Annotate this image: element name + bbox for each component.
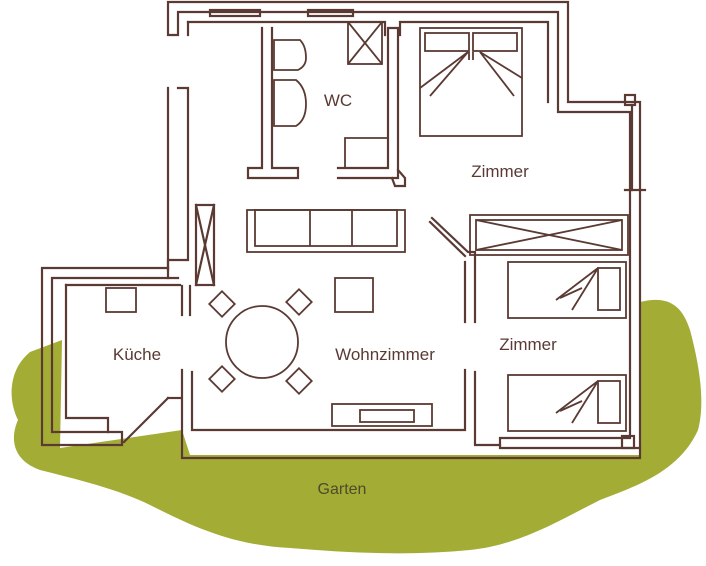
room-label-wc: WC [324,91,352,110]
sofa-icon [246,209,406,253]
garden-area [11,299,702,554]
single-bed-bottom-icon [507,374,627,432]
tv-board-icon [331,403,433,427]
garden-label: Garten [318,481,367,498]
furniture [105,21,629,432]
room-label-kueche: Küche [113,345,161,364]
chair-icon [284,287,314,317]
sink-icon [273,79,307,127]
double-bed-icon [419,27,523,137]
chair-icon [207,364,237,394]
room-label-zimmer-right: Zimmer [499,335,557,354]
walls [40,0,647,460]
chair-icon [207,289,237,319]
single-bed-top-icon [507,261,627,319]
side-table-icon [334,277,374,313]
washbasin-icon [344,137,389,169]
room-label-wohnzimmer: Wohnzimmer [335,345,435,364]
wc-shower-icon [347,21,383,65]
room-label-zimmer-top: Zimmer [471,162,529,181]
toilet-icon [273,39,307,71]
chair-icon [284,366,314,396]
dining-table-icon [225,305,299,379]
wardrobe-icon [469,214,629,256]
stove-icon [105,287,137,313]
